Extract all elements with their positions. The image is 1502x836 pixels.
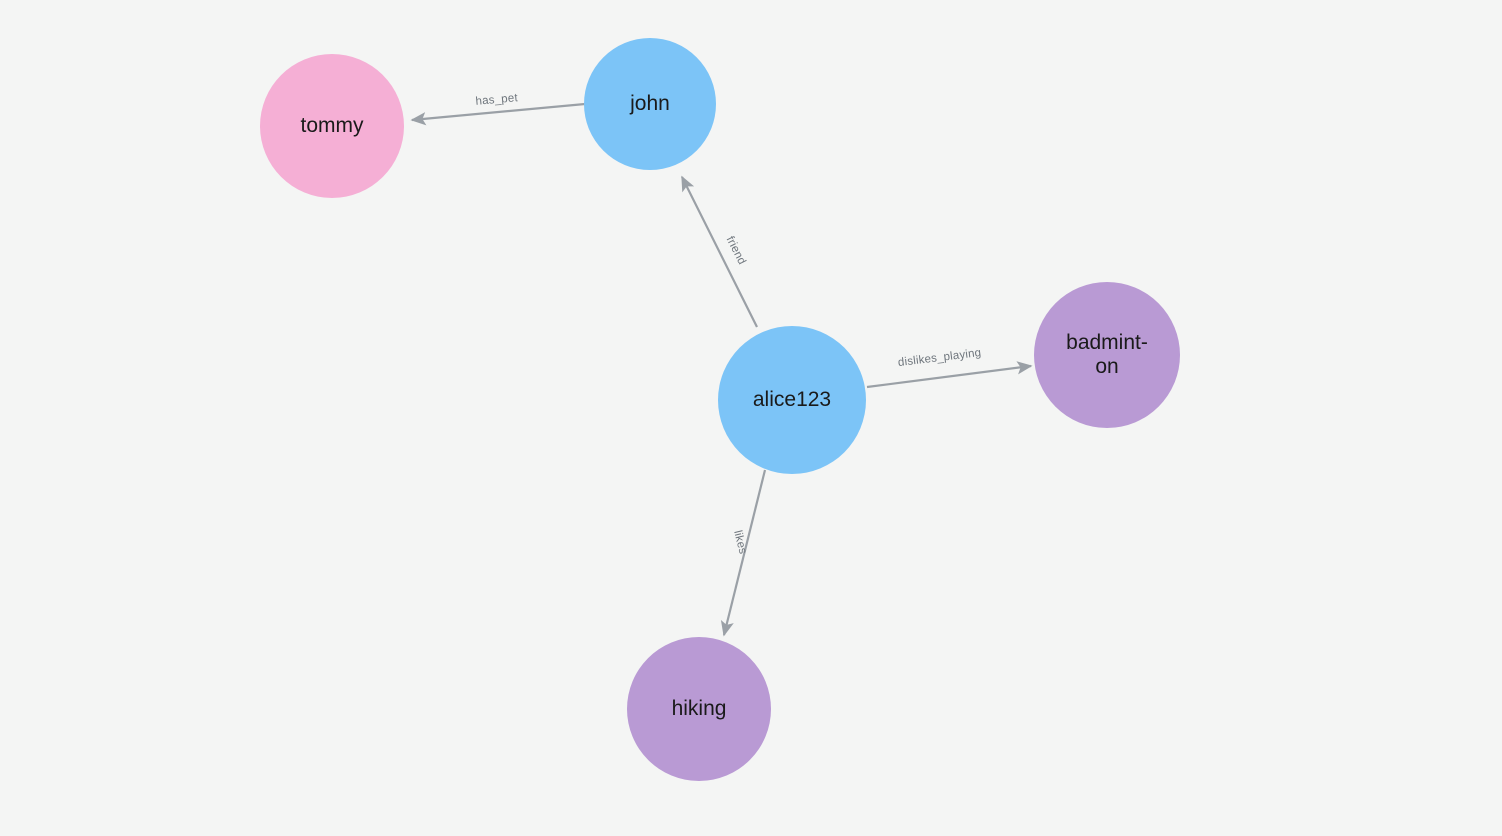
graph-edge[interactable]: likes — [720, 469, 767, 637]
graph-edge[interactable]: friend — [681, 175, 758, 328]
edge-label: has_pet — [475, 92, 519, 108]
edge-line — [410, 102, 586, 126]
graph-node-label: alice123 — [752, 387, 832, 411]
graph-node-john[interactable]: john — [584, 38, 716, 170]
graph-node-badminton[interactable]: badmint- on — [1034, 282, 1180, 428]
graph-node-hiking[interactable]: hiking — [627, 637, 771, 781]
edge-line — [720, 469, 767, 637]
graph-node-tommy[interactable]: tommy — [260, 54, 404, 198]
graph-node-alice123[interactable]: alice123 — [718, 326, 866, 474]
edge-label: friend — [724, 235, 748, 267]
edge-line — [681, 175, 758, 328]
edge-label: likes — [731, 529, 748, 555]
graph-node-label: john — [630, 91, 670, 115]
edge-line — [866, 361, 1033, 389]
graph-node-label: badmint- on — [1066, 330, 1148, 378]
graph-edge[interactable]: has_pet — [410, 92, 586, 126]
graph-node-label: tommy — [300, 113, 364, 137]
graph-edge[interactable]: dislikes_playing — [866, 347, 1033, 389]
graph-node-label: hiking — [671, 696, 727, 720]
edge-label: dislikes_playing — [897, 347, 982, 369]
